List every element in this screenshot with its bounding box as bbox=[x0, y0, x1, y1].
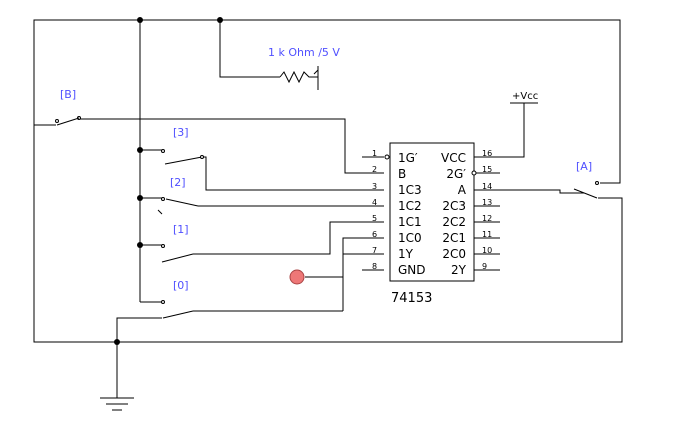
pin-name-1Y: 1Y bbox=[398, 247, 414, 261]
pin-name-B: B bbox=[398, 167, 406, 181]
junction-dot bbox=[137, 17, 143, 23]
chip-74153-body bbox=[389, 142, 475, 282]
pullup-label: 1 k Ohm /5 V bbox=[268, 46, 340, 59]
switch-A[interactable] bbox=[573, 181, 599, 199]
switch-label-1: [1] bbox=[173, 223, 189, 236]
junctions bbox=[114, 17, 223, 345]
switch-1[interactable] bbox=[161, 244, 194, 263]
pin-name-2C0: 2C0 bbox=[442, 247, 466, 261]
pin-num-7: 7 bbox=[372, 246, 377, 255]
pin-name-2C2: 2C2 bbox=[442, 215, 466, 229]
output-probe-led[interactable] bbox=[289, 269, 305, 285]
wires bbox=[33, 19, 623, 398]
pin-name-VCC: VCC bbox=[441, 151, 466, 165]
junction-dot bbox=[137, 195, 143, 201]
pin-name-1C1: 1C1 bbox=[398, 215, 422, 229]
pin-num-3: 3 bbox=[372, 182, 377, 191]
pin-name-1C0: 1C0 bbox=[398, 231, 422, 245]
pin-num-16: 16 bbox=[482, 149, 492, 158]
switch-label-A: [A] bbox=[576, 160, 592, 173]
pin-num-1: 1 bbox=[372, 149, 377, 158]
junction-dot bbox=[114, 339, 120, 345]
pin-num-15: 15 bbox=[482, 165, 492, 174]
vcc-label: +Vcc bbox=[512, 91, 538, 102]
switch-label-0: [0] bbox=[173, 279, 189, 292]
switch-0[interactable] bbox=[161, 300, 194, 319]
ground-symbol bbox=[100, 397, 134, 411]
pin-name-2C1: 2C1 bbox=[442, 231, 466, 245]
switch-2[interactable] bbox=[157, 197, 199, 215]
pin-num-4: 4 bbox=[372, 198, 377, 207]
pin-name-GND: GND bbox=[398, 263, 426, 277]
junction-dot bbox=[217, 17, 223, 23]
switch-3[interactable] bbox=[161, 149, 204, 165]
pin-num-5: 5 bbox=[372, 214, 377, 223]
chip-part-number: 74153 bbox=[391, 291, 432, 306]
pin-num-12: 12 bbox=[482, 214, 492, 223]
switch-label-2: [2] bbox=[170, 176, 186, 189]
pullup-resistor bbox=[279, 66, 319, 90]
pin-num-6: 6 bbox=[372, 230, 377, 239]
pin-num-11: 11 bbox=[482, 230, 492, 239]
pin-name-1G: 1G′ bbox=[398, 151, 418, 165]
pin-num-13: 13 bbox=[482, 198, 492, 207]
pin-name-1C3: 1C3 bbox=[398, 183, 422, 197]
pin-num-14: 14 bbox=[482, 182, 492, 191]
pin-num-2: 2 bbox=[372, 165, 377, 174]
pin-name-A: A bbox=[458, 183, 467, 197]
pin15-inversion-bubble bbox=[471, 170, 477, 176]
pin-num-10: 10 bbox=[482, 246, 492, 255]
junction-dot bbox=[137, 242, 143, 248]
junction-dot bbox=[137, 147, 143, 153]
switch-label-3: [3] bbox=[173, 126, 189, 139]
switch-label-B: [B] bbox=[60, 88, 76, 101]
pin-name-2C3: 2C3 bbox=[442, 199, 466, 213]
pin-name-2G: 2G′ bbox=[446, 167, 466, 181]
switch-B[interactable] bbox=[34, 116, 81, 126]
pin1-inversion-bubble bbox=[384, 154, 390, 160]
pin-name-2Y: 2Y bbox=[451, 263, 467, 277]
pin-name-1C2: 1C2 bbox=[398, 199, 422, 213]
pin-num-9: 9 bbox=[482, 262, 487, 271]
pin-num-8: 8 bbox=[372, 262, 377, 271]
